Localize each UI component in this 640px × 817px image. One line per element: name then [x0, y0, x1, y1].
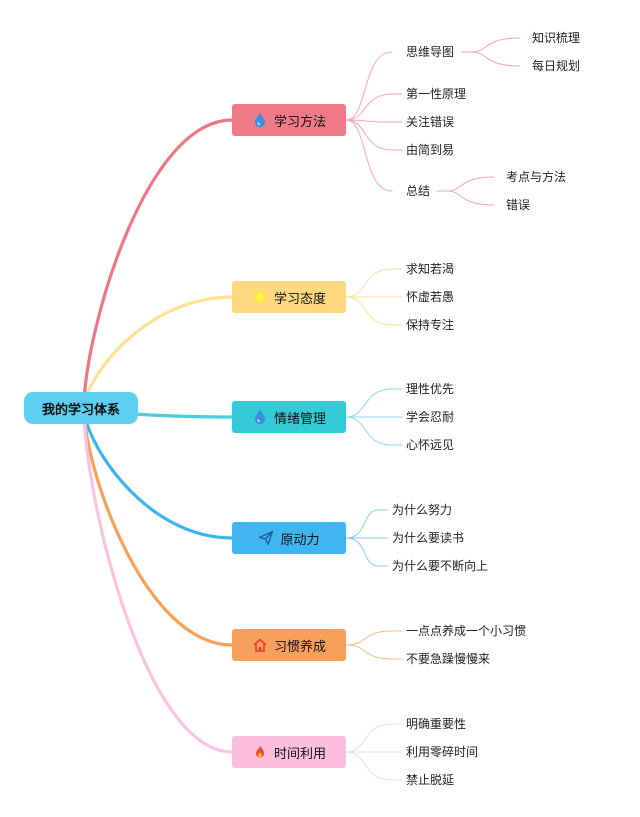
leaf-node[interactable]: 学会忍耐 [406, 410, 455, 424]
root-node[interactable]: 我的学习体系 [24, 392, 138, 424]
branch-node-1[interactable]: 学习方法 [232, 104, 346, 136]
connector-b5-leaf-1 [345, 630, 403, 646]
connector-root-b4 [82, 406, 234, 540]
leaf-node[interactable]: 明确重要性 [406, 717, 467, 731]
root-label: 我的学习体系 [41, 402, 120, 418]
leaf-node[interactable]: 怀虚若愚 [406, 290, 455, 304]
connector-b6-leaf-3 [345, 751, 403, 781]
connector-sub-b1-5-2 [436, 190, 495, 206]
branch-node-4[interactable]: 原动力 [232, 522, 346, 554]
connector-b3-leaf-3 [345, 416, 403, 446]
sun-icon [252, 289, 268, 305]
connector-root-b6 [82, 406, 234, 754]
branch-label: 学习方法 [273, 114, 326, 130]
branch-label: 情绪管理 [273, 411, 326, 427]
leaf-node[interactable]: 为什么努力 [392, 503, 453, 517]
water-drop-icon [252, 112, 268, 128]
sub-leaf-node[interactable]: 考点与方法 [506, 170, 567, 184]
connector-b1-leaf-2 [345, 93, 403, 121]
leaf-node[interactable]: 总结 [406, 184, 431, 198]
connector-sub-b1-5-1 [436, 176, 495, 192]
house-icon [252, 637, 268, 653]
leaf-node[interactable]: 求知若渴 [406, 262, 455, 276]
connector-b3-leaf-1 [345, 388, 403, 418]
branch-label: 学习态度 [273, 291, 326, 307]
branch-node-2[interactable]: 学习态度 [232, 281, 346, 313]
connector-sub-b1-1-1 [461, 37, 521, 53]
leaf-node[interactable]: 为什么要不断向上 [392, 559, 489, 573]
connector-b2-leaf-1 [345, 268, 403, 298]
connector-b2-leaf-3 [345, 296, 403, 326]
leaf-node[interactable]: 利用零碎时间 [406, 745, 479, 759]
leaf-node[interactable]: 为什么要读书 [392, 531, 465, 545]
sub-leaf-node[interactable]: 知识梳理 [532, 31, 581, 45]
flame-icon [252, 744, 268, 760]
connector-b6-leaf-1 [345, 723, 403, 753]
connector-root-b5 [82, 406, 234, 647]
paper-plane-icon [258, 530, 274, 546]
sub-leaf-node[interactable]: 错误 [506, 198, 531, 212]
leaf-node[interactable]: 思维导图 [406, 45, 455, 59]
branch-label: 原动力 [280, 532, 320, 548]
leaf-node[interactable]: 第一性原理 [406, 87, 467, 101]
connector-b4-leaf-1 [345, 509, 389, 539]
water-drop-icon [252, 409, 268, 425]
connector-b1-leaf-4 [345, 119, 403, 151]
connector-sub-b1-1-2 [461, 51, 521, 67]
leaf-node[interactable]: 一点点养成一个小习惯 [406, 624, 527, 638]
connector-b1-leaf-3 [345, 119, 403, 123]
leaf-node[interactable]: 保持专注 [406, 318, 455, 332]
leaf-node[interactable]: 不要急躁慢慢来 [406, 652, 491, 666]
branch-node-6[interactable]: 时间利用 [232, 736, 346, 768]
connector-root-b1 [82, 118, 234, 410]
connector-b5-leaf-2 [345, 644, 403, 660]
leaf-node[interactable]: 心怀远见 [406, 438, 455, 452]
leaf-node[interactable]: 禁止脱延 [406, 773, 455, 787]
branch-label: 习惯养成 [273, 639, 326, 655]
branch-node-3[interactable]: 情绪管理 [232, 401, 346, 433]
connector-b1-leaf-1 [345, 51, 393, 121]
leaf-node[interactable]: 理性优先 [406, 382, 455, 396]
leaf-node[interactable]: 由简到易 [406, 143, 455, 157]
connector-b4-leaf-3 [345, 537, 389, 567]
sub-leaf-node[interactable]: 每日规划 [532, 59, 581, 73]
leaf-node[interactable]: 关注错误 [406, 115, 455, 129]
branch-label: 时间利用 [273, 746, 326, 762]
branch-node-5[interactable]: 习惯养成 [232, 629, 346, 661]
connector-b1-leaf-5 [345, 119, 393, 192]
